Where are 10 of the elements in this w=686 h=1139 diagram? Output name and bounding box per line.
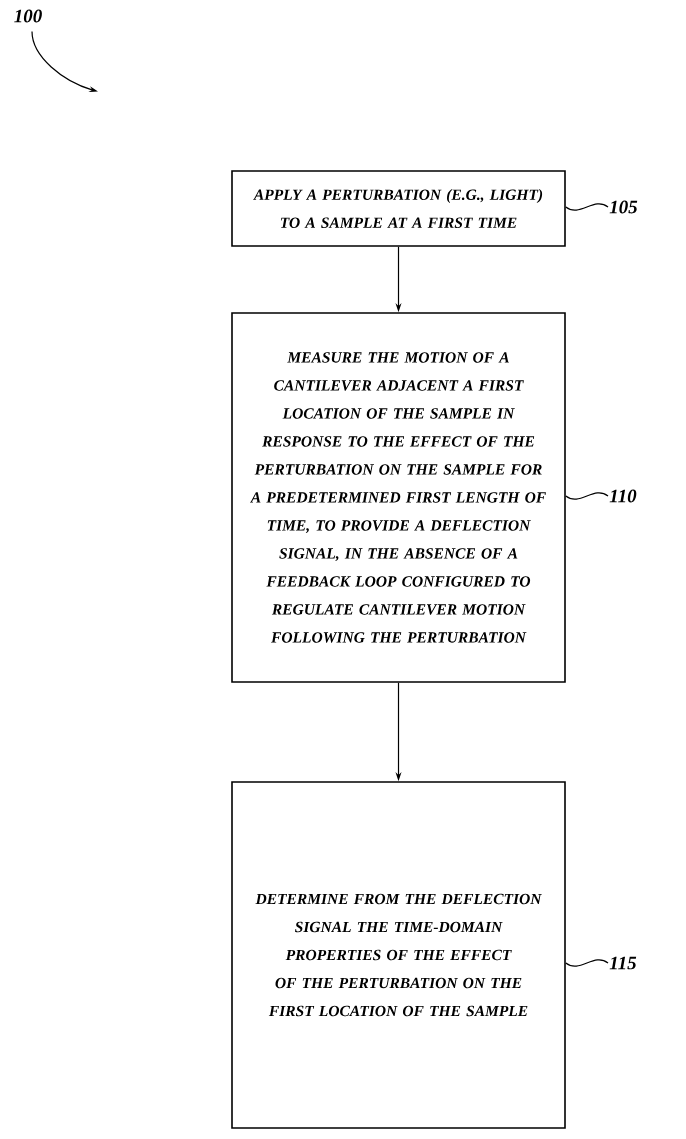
leader-line — [565, 203, 609, 211]
process-box: DETERMINE FROM THE DEFLECTION SIGNAL THE TIME-DOMAIN PROPERTIES OF THE EFFECT OF THE PERTURBATION ON THE FIRST LOCATION OF THE SAMPLE — [231, 781, 566, 1129]
reference-number: 105 — [609, 200, 638, 214]
process-box: MEASURE THE MOTION OF A CANTILEVER ADJACENT A FIRST LOCATION OF THE SAMPLE IN RESPONSE TO THE EFFECT OF THE PERTURBATION ON THE SAMPLE FOR A PREDETERMINED FIRST LENGTH OF TIME, TO PROVIDE A DEFLECTION SIGNAL, IN THE ABSENCE OF A FEEDBACK LOOP CONFIGURED TO REGULATE CANTILEVER MOTION FOLLOWING THE PERTURBATION — [231, 312, 566, 683]
reference-number: 100 — [14, 9, 42, 23]
reference-number: 110 — [609, 489, 637, 503]
leader-line — [565, 492, 609, 500]
reference-number: 115 — [609, 956, 637, 970]
process-box: APPLY A PERTURBATION (E.G., LIGHT) TO A SAMPLE AT A FIRST TIME — [231, 170, 566, 247]
leader-line — [565, 959, 609, 967]
